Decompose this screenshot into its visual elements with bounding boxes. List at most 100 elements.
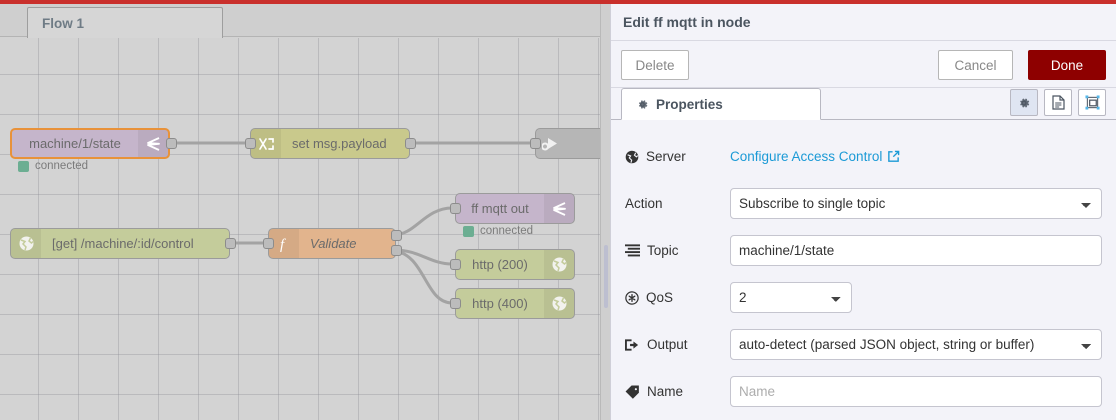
name-field — [730, 376, 1102, 407]
tag-icon — [625, 384, 640, 399]
gear-icon — [1017, 96, 1031, 110]
node-http-response-400-label: http (400) — [472, 296, 528, 311]
top-accent-bar — [0, 0, 1116, 4]
flow-canvas[interactable]: machine/1/state connected set msg.payloa… — [0, 38, 600, 420]
tab-properties-label: Properties — [656, 96, 723, 112]
node-http-in-label: [get] /machine/:id/control — [52, 236, 194, 251]
edit-node-panel: Edit ff mqtt in node Delete Cancel Done … — [610, 4, 1116, 420]
panel-title: Edit ff mqtt in node — [611, 4, 1116, 41]
status-text: connected — [480, 225, 534, 237]
node-function-label: Validate — [310, 236, 357, 251]
svg-text:f: f — [280, 237, 286, 252]
flow-workspace: Flow 1 — [0, 4, 600, 420]
node-mqtt-out-status: connected — [463, 225, 533, 237]
panel-button-bar: Delete Cancel Done — [611, 41, 1116, 88]
topic-label: Topic — [647, 243, 679, 258]
name-input[interactable] — [730, 376, 1102, 407]
qos-label-group: QoS — [625, 290, 730, 305]
delete-button[interactable]: Delete — [621, 50, 689, 80]
status-dot-green — [18, 160, 29, 172]
asterisk-circle-icon — [625, 290, 639, 305]
qos-select[interactable]: 2 — [730, 282, 852, 313]
name-label: Name — [647, 384, 684, 399]
topic-input[interactable] — [730, 235, 1102, 266]
output-label: Output — [647, 337, 688, 352]
node-debug[interactable] — [535, 128, 600, 159]
port-out-function-1[interactable] — [391, 230, 402, 241]
gear-icon — [636, 98, 649, 111]
output-label-group: Output — [625, 337, 730, 352]
node-mqtt-out[interactable]: ff mqtt out — [455, 193, 575, 224]
port-out-mqtt-in[interactable] — [166, 138, 177, 149]
done-button[interactable]: Done — [1028, 50, 1106, 80]
name-label-group: Name — [625, 384, 730, 399]
mqtt-icon — [138, 130, 168, 157]
node-function[interactable]: f Validate — [268, 228, 396, 259]
field-row-qos: QoS 2 — [625, 274, 1102, 321]
node-http-response-200[interactable]: http (200) — [455, 249, 575, 280]
flow-tab-bar: Flow 1 — [0, 4, 600, 38]
list-icon — [625, 244, 640, 257]
topic-label-group: Topic — [625, 243, 730, 258]
flow-tab-flow-1[interactable]: Flow 1 — [27, 7, 223, 38]
mqtt-out-icon — [544, 194, 574, 223]
panel-tab-strip: Properties — [611, 88, 1116, 120]
field-row-action: Action Subscribe to single topic — [625, 180, 1102, 227]
appearance-icon — [1084, 95, 1100, 110]
port-out-change[interactable] — [405, 138, 416, 149]
server-label: Server — [646, 149, 686, 164]
node-mqtt-out-label: ff mqtt out — [471, 201, 529, 216]
output-field: auto-detect (parsed JSON object, string … — [730, 329, 1102, 360]
external-link-icon — [887, 150, 900, 163]
qos-field: 2 — [730, 282, 1102, 313]
port-in-function[interactable] — [263, 238, 274, 249]
globe-icon — [625, 150, 639, 164]
function-icon: f — [269, 229, 299, 258]
globe-node-icon — [11, 229, 41, 258]
port-out-http-in[interactable] — [225, 238, 236, 249]
description-icon-button[interactable] — [1044, 89, 1072, 116]
field-row-output: Output auto-detect (parsed JSON object, … — [625, 321, 1102, 368]
flow-tab-label: Flow 1 — [42, 15, 85, 31]
resizer-grip[interactable] — [604, 245, 608, 308]
configure-access-control-link[interactable]: Configure Access Control — [730, 149, 900, 164]
action-field: Subscribe to single topic — [730, 188, 1102, 219]
globe-node-icon — [544, 250, 574, 279]
port-in-mqtt-out[interactable] — [450, 203, 461, 214]
server-field: Configure Access Control — [730, 148, 1102, 166]
node-http-response-400[interactable]: http (400) — [455, 288, 575, 319]
panel-resizer[interactable] — [600, 4, 610, 420]
status-dot-green — [463, 225, 474, 237]
node-mqtt-in-label: machine/1/state — [29, 136, 121, 151]
document-icon — [1051, 95, 1065, 110]
port-in-http-200[interactable] — [450, 259, 461, 270]
node-http-in[interactable]: [get] /machine/:id/control — [10, 228, 230, 259]
swap-icon — [251, 129, 281, 158]
appearance-icon-button[interactable] — [1078, 89, 1106, 116]
port-in-debug[interactable] — [530, 138, 541, 149]
port-in-http-400[interactable] — [450, 298, 461, 309]
node-change[interactable]: set msg.payload — [250, 128, 410, 159]
node-mqtt-in-status: connected — [18, 160, 88, 172]
cancel-button[interactable]: Cancel — [938, 50, 1013, 80]
tab-properties[interactable]: Properties — [621, 88, 821, 120]
node-properties-form: Server Configure Access Control — [611, 120, 1116, 415]
action-select[interactable]: Subscribe to single topic — [730, 188, 1102, 219]
output-select[interactable]: auto-detect (parsed JSON object, string … — [730, 329, 1102, 360]
node-mqtt-in[interactable]: machine/1/state — [10, 128, 170, 159]
sign-out-icon — [625, 338, 640, 352]
port-in-change[interactable] — [245, 138, 256, 149]
field-row-name: Name — [625, 368, 1102, 415]
properties-icon-button[interactable] — [1010, 89, 1038, 116]
field-row-topic: Topic — [625, 227, 1102, 274]
configure-access-control-text: Configure Access Control — [730, 148, 883, 164]
panel-tab-tools — [1010, 89, 1106, 116]
status-text: connected — [35, 160, 89, 172]
topic-field — [730, 235, 1102, 266]
node-change-label: set msg.payload — [292, 136, 387, 151]
server-label-group: Server — [625, 149, 730, 164]
debug-icon — [536, 129, 566, 158]
port-out-function-2[interactable] — [391, 245, 402, 256]
field-row-server: Server Configure Access Control — [625, 133, 1102, 180]
